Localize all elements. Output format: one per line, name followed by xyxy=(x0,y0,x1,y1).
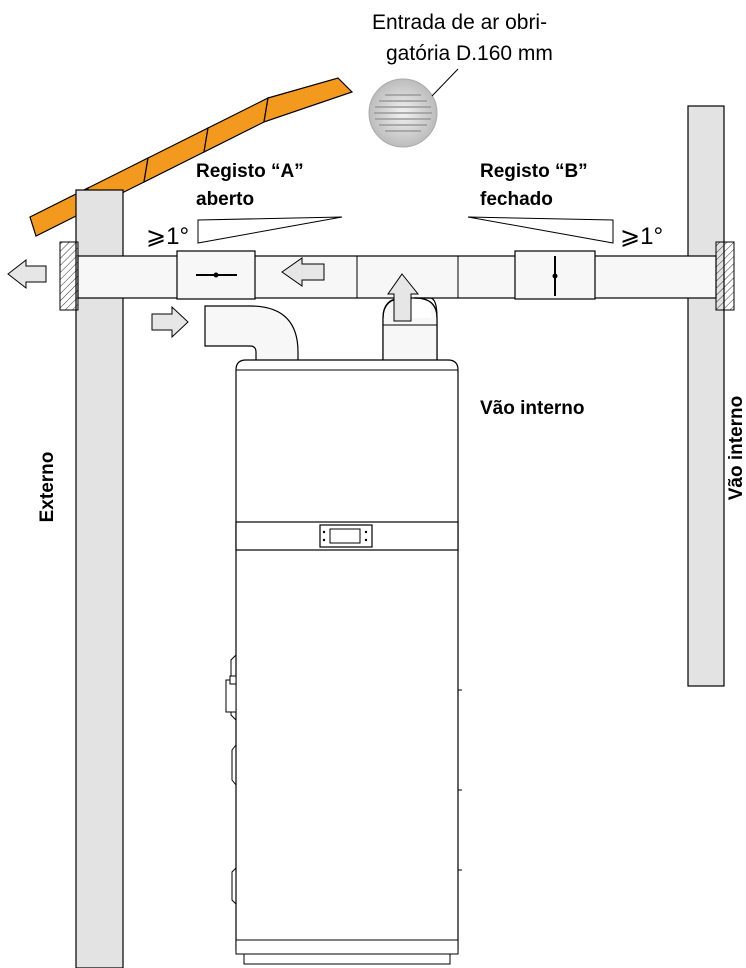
wall-hatch-right xyxy=(715,241,735,311)
slope-label-left: ⩾1° xyxy=(146,223,189,250)
slope-label-right: ⩾1° xyxy=(620,223,663,250)
vao-interno-center-label: Vão interno xyxy=(480,398,585,419)
arrow-duct-flow-icon xyxy=(281,257,325,287)
vao-interno-vertical-label: Vão interno xyxy=(726,396,746,501)
slope-indicator-left xyxy=(197,216,343,244)
wall-hatch-left xyxy=(59,241,79,311)
arrow-exhaust-icon xyxy=(7,258,47,290)
arrow-up-icon xyxy=(387,273,420,322)
damper-a xyxy=(176,250,256,300)
roof-tiles xyxy=(29,77,354,237)
damper-b xyxy=(514,250,596,300)
externo-label: Externo xyxy=(37,452,58,523)
damper-a-label-line1: Registo “A” xyxy=(196,161,304,182)
air-intake-label-line1: Entrada de ar obri- xyxy=(372,11,547,34)
side-connection xyxy=(225,679,237,713)
grille-leader-line xyxy=(431,68,459,97)
damper-b-label-line2: fechado xyxy=(480,189,553,210)
air-intake-label-line2: gatória D.160 mm xyxy=(386,42,553,65)
air-grille-icon xyxy=(368,78,438,148)
damper-b-label-line1: Registo “B” xyxy=(480,161,588,182)
arrow-inlet-icon xyxy=(151,305,189,339)
slope-indicator-right xyxy=(467,216,614,244)
left-wall xyxy=(75,189,124,968)
damper-a-label-line2: aberto xyxy=(196,189,254,210)
water-heater xyxy=(225,359,462,965)
right-wall xyxy=(687,105,725,687)
